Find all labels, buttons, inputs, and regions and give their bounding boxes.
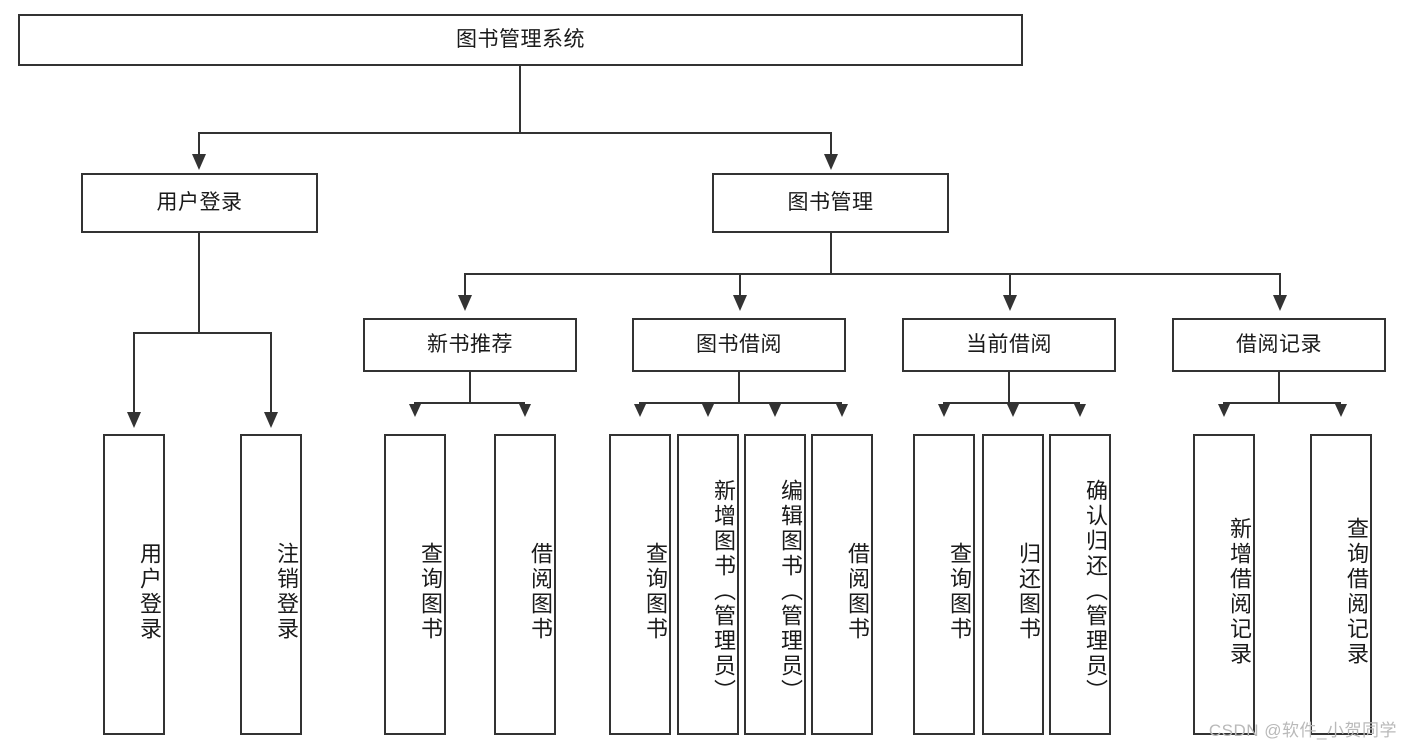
edge-user-login-drop-1 xyxy=(133,332,135,414)
leaf-new-book-query-book[interactable]: 查询图书 xyxy=(384,434,446,735)
node-borrow-record[interactable]: 借阅记录 xyxy=(1172,318,1386,372)
node-label: 当前借阅 xyxy=(966,333,1052,357)
leaf-current-borrow-confirm-return-admin[interactable]: 确认归还（管理员） xyxy=(1049,434,1111,735)
arrow-current-borrow-leaf-2 xyxy=(1007,404,1019,417)
edge-to-user-login xyxy=(198,132,200,156)
edge-user-login-bus xyxy=(133,332,271,334)
edge-to-current-borrow xyxy=(1009,273,1011,297)
edge-current-borrow-bus xyxy=(943,402,1080,404)
leaf-label: 查询图书 xyxy=(947,541,972,642)
arrow-current-borrow-leaf-1 xyxy=(938,404,950,417)
edge-root-stem xyxy=(519,66,521,134)
edge-user-login-stem xyxy=(198,233,200,334)
leaf-book-borrow-query-book[interactable]: 查询图书 xyxy=(609,434,671,735)
arrow-book-borrow-leaf-4 xyxy=(836,404,848,417)
arrow-new-book-recommend-leaf-1 xyxy=(409,404,421,417)
edge-new-book-recommend-bus xyxy=(414,402,525,404)
node-label: 图书管理 xyxy=(787,191,874,215)
leaf-label: 查询图书 xyxy=(418,541,443,642)
arrow-borrow-record-leaf-2 xyxy=(1335,404,1347,417)
leaf-label: 注销登录 xyxy=(274,541,299,642)
edge-borrow-record-bus xyxy=(1223,402,1341,404)
edge-user-login-drop-2 xyxy=(270,332,272,414)
edge-to-book-borrow xyxy=(739,273,741,297)
leaf-book-borrow-edit-book-admin[interactable]: 编辑图书（管理员） xyxy=(744,434,806,735)
node-root-book-management-system[interactable]: 图书管理系统 xyxy=(18,14,1023,66)
leaf-current-borrow-return-book[interactable]: 归还图书 xyxy=(982,434,1044,735)
node-label: 新书推荐 xyxy=(427,333,513,357)
node-book-borrow[interactable]: 图书借阅 xyxy=(632,318,846,372)
arrow-to-book-borrow xyxy=(733,295,747,311)
node-book-management[interactable]: 图书管理 xyxy=(712,173,949,233)
edge-to-new-book-recommend xyxy=(464,273,466,297)
arrow-current-borrow-leaf-3 xyxy=(1074,404,1086,417)
node-label: 图书借阅 xyxy=(696,333,782,357)
leaf-borrow-record-query-record[interactable]: 查询借阅记录 xyxy=(1310,434,1372,735)
arrow-borrow-record-leaf-1 xyxy=(1218,404,1230,417)
edge-to-borrow-record xyxy=(1279,273,1281,297)
arrow-to-current-borrow xyxy=(1003,295,1017,311)
leaf-user-login-logout[interactable]: 注销登录 xyxy=(240,434,302,735)
arrow-to-book-management xyxy=(824,154,838,170)
node-label: 借阅记录 xyxy=(1236,333,1322,357)
edge-new-book-recommend-stem xyxy=(469,372,471,404)
leaf-label: 借阅图书 xyxy=(845,541,870,642)
leaf-user-login-login[interactable]: 用户登录 xyxy=(103,434,165,735)
arrow-user-login-leaf-2 xyxy=(264,412,278,428)
edge-book-borrow-stem xyxy=(738,372,740,404)
arrow-user-login-leaf-1 xyxy=(127,412,141,428)
leaf-book-borrow-add-book-admin[interactable]: 新增图书（管理员） xyxy=(677,434,739,735)
leaf-label: 编辑图书（管理员） xyxy=(778,479,803,704)
leaf-label: 新增借阅记录 xyxy=(1227,516,1252,667)
leaf-label: 借阅图书 xyxy=(528,541,553,642)
edge-level3-bus xyxy=(464,273,1281,275)
edge-to-book-management xyxy=(830,132,832,156)
leaf-borrow-record-add-record[interactable]: 新增借阅记录 xyxy=(1193,434,1255,735)
leaf-label: 新增图书（管理员） xyxy=(711,479,736,704)
leaf-label: 用户登录 xyxy=(137,541,162,642)
leaf-book-borrow-borrow-book[interactable]: 借阅图书 xyxy=(811,434,873,735)
leaf-label: 确认归还（管理员） xyxy=(1083,479,1108,704)
leaf-new-book-borrow-book[interactable]: 借阅图书 xyxy=(494,434,556,735)
arrow-new-book-recommend-leaf-2 xyxy=(519,404,531,417)
edge-borrow-record-stem xyxy=(1278,372,1280,404)
leaf-label: 查询图书 xyxy=(643,541,668,642)
node-new-book-recommend[interactable]: 新书推荐 xyxy=(363,318,577,372)
edge-book-management-stem xyxy=(830,233,832,275)
node-label: 用户登录 xyxy=(156,191,243,215)
arrow-to-borrow-record xyxy=(1273,295,1287,311)
arrow-book-borrow-leaf-2 xyxy=(702,404,714,417)
node-user-login[interactable]: 用户登录 xyxy=(81,173,318,233)
arrow-book-borrow-leaf-3 xyxy=(769,404,781,417)
leaf-label: 查询借阅记录 xyxy=(1344,516,1369,667)
leaf-current-borrow-query-book[interactable]: 查询图书 xyxy=(913,434,975,735)
leaf-label: 归还图书 xyxy=(1016,541,1041,642)
arrow-to-user-login xyxy=(192,154,206,170)
node-label: 图书管理系统 xyxy=(456,28,585,52)
edge-current-borrow-stem xyxy=(1008,372,1010,404)
node-current-borrow[interactable]: 当前借阅 xyxy=(902,318,1116,372)
arrow-to-new-book-recommend xyxy=(458,295,472,311)
edge-level2-bus xyxy=(198,132,832,134)
edge-book-borrow-bus xyxy=(639,402,842,404)
arrow-book-borrow-leaf-1 xyxy=(634,404,646,417)
